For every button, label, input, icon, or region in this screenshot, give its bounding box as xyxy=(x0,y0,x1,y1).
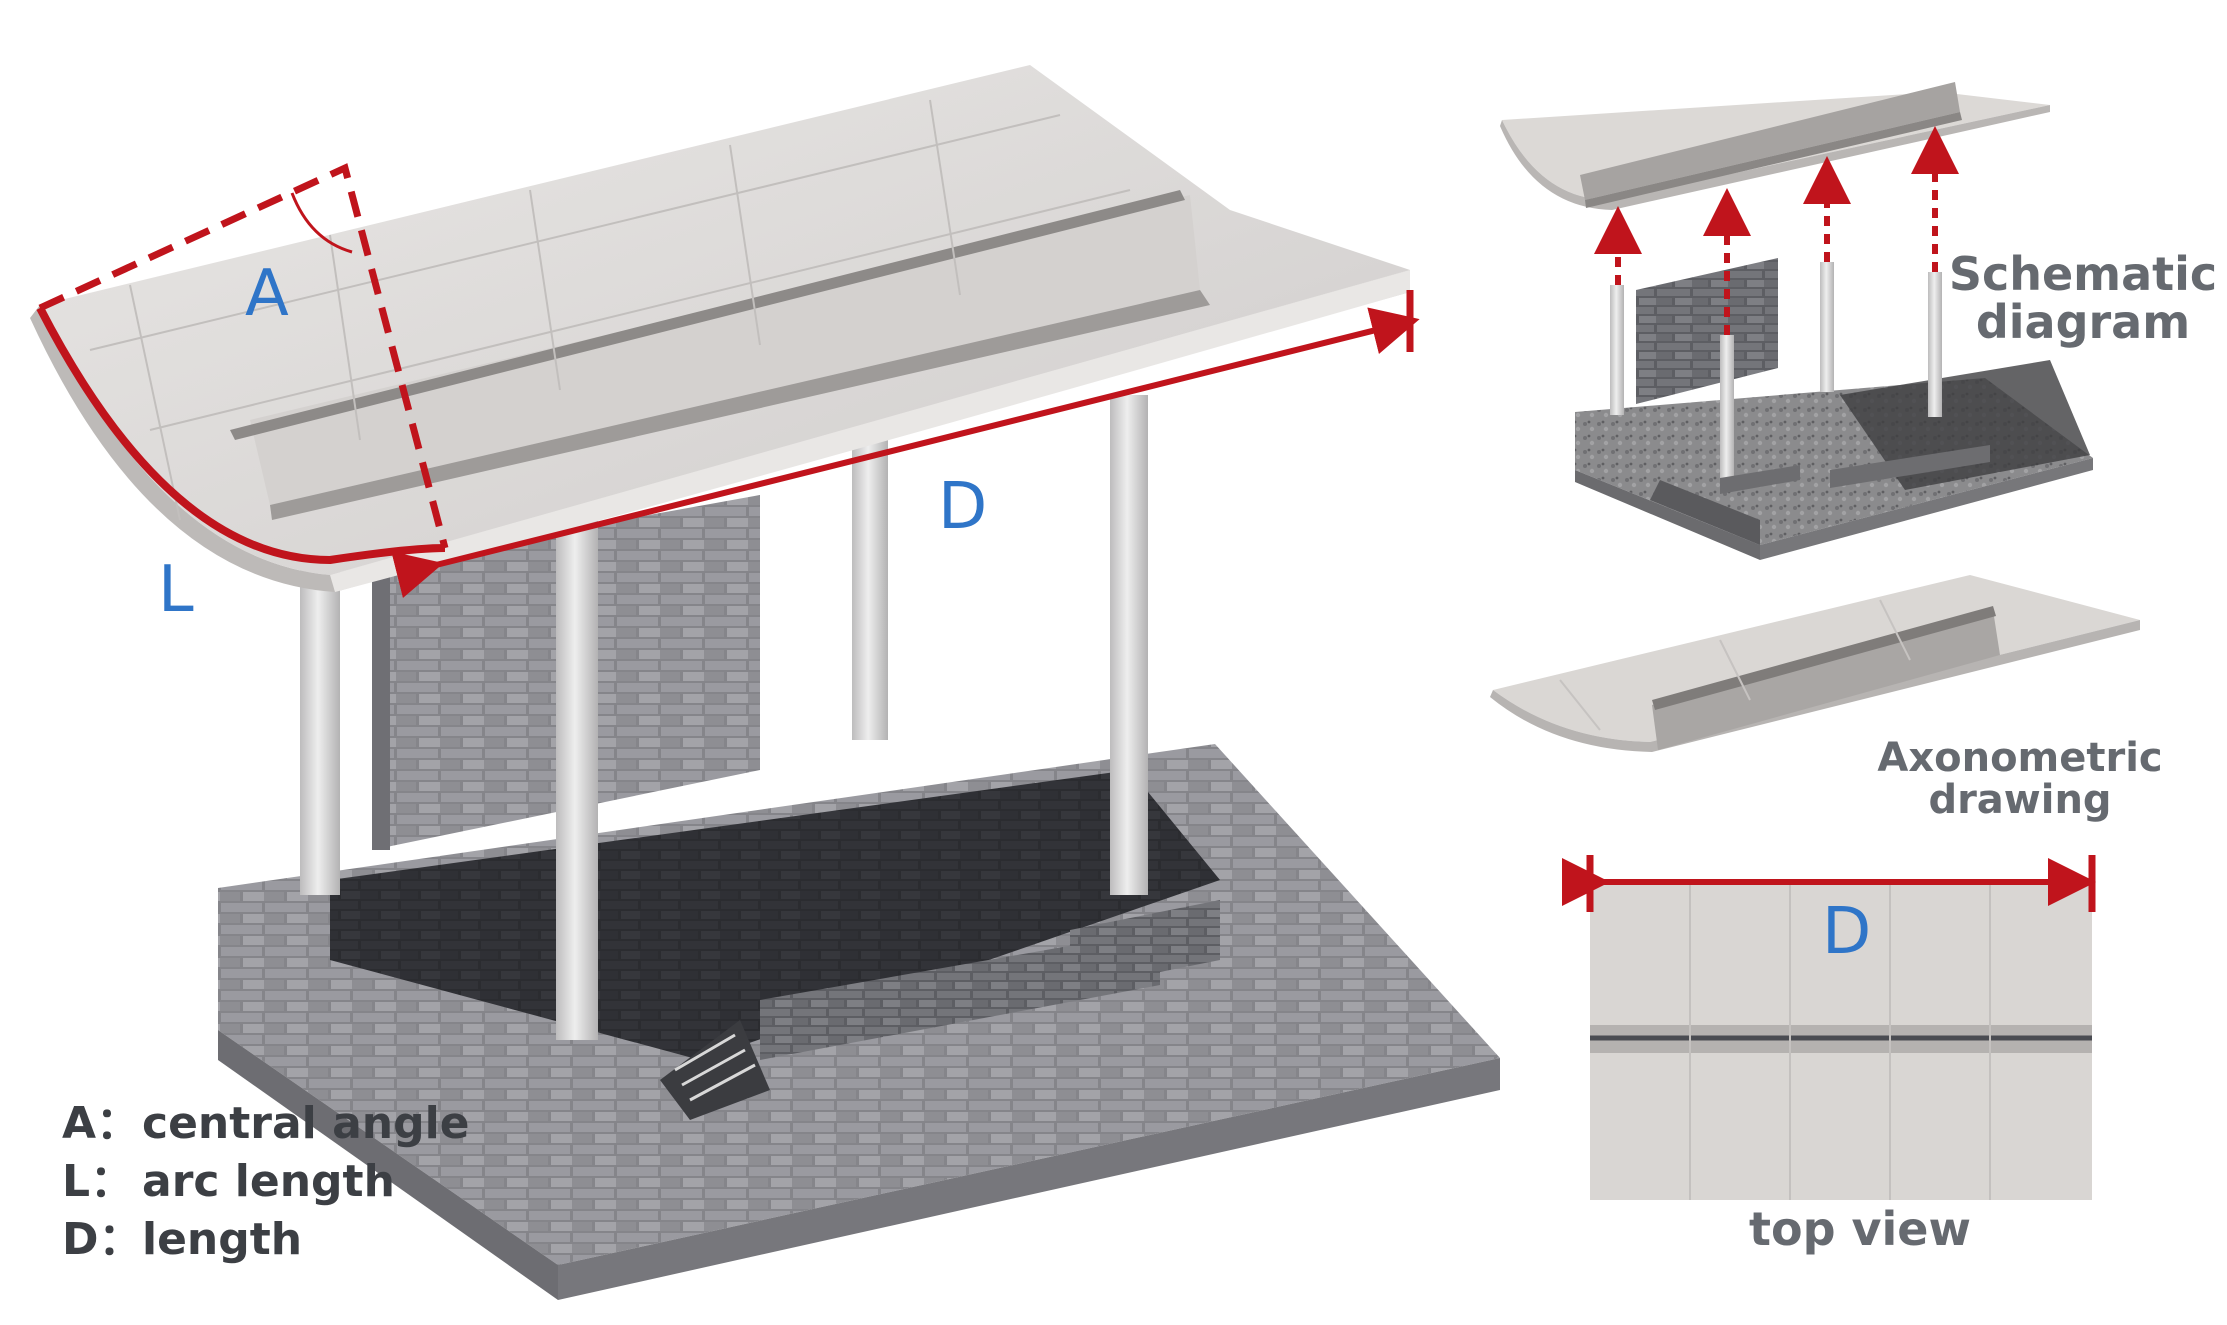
legend-text: arc length xyxy=(142,1156,395,1207)
axonometric-caption: Axonometric drawing xyxy=(1855,737,2185,821)
schematic-caption: Schematic diagram xyxy=(1948,250,2218,347)
axonometric-caption-line1: Axonometric xyxy=(1877,735,2163,781)
label-length-top: D xyxy=(1822,895,1872,969)
legend-text: length xyxy=(142,1214,303,1265)
legend-key: L： xyxy=(62,1156,135,1207)
schematic-caption-line2: diagram xyxy=(1975,295,2191,350)
legend-key: A： xyxy=(62,1098,141,1149)
legend-row-length: D：length xyxy=(62,1211,470,1269)
label-length-main: D xyxy=(938,470,988,544)
label-arc-length: L xyxy=(158,553,194,627)
angle-arc-mark xyxy=(290,192,353,254)
schematic-caption-line1: Schematic xyxy=(1948,247,2218,301)
top-view-caption: top view xyxy=(1749,1202,1971,1256)
legend-row-angle: A：central angle xyxy=(62,1095,470,1153)
legend-row-arc: L：arc length xyxy=(62,1153,470,1211)
legend-key: D： xyxy=(62,1214,143,1265)
axonometric-drawing xyxy=(1490,575,2140,752)
schematic-diagram xyxy=(1500,82,2093,560)
length-dimension-line xyxy=(391,307,1420,599)
dimension-annotations xyxy=(36,163,1420,599)
label-central-angle: A xyxy=(245,257,289,331)
legend: A：central angle L：arc length D：length xyxy=(62,1095,470,1269)
top-view-plan xyxy=(1562,855,2096,1200)
axonometric-caption-line2: drawing xyxy=(1928,777,2112,823)
central-angle-sector xyxy=(38,163,449,549)
legend-text: central angle xyxy=(142,1098,470,1149)
